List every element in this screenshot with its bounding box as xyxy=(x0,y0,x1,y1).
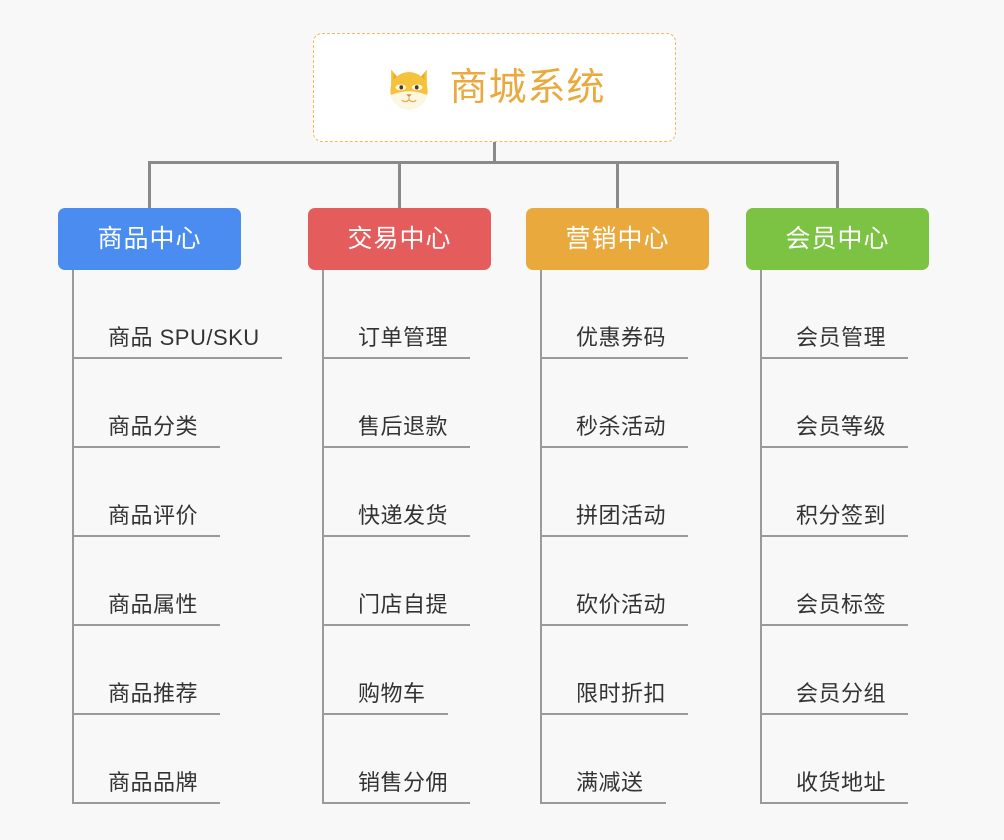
leaf-underline: 会员标签 xyxy=(762,591,909,626)
leaf-label: 商品属性 xyxy=(108,591,199,617)
connector-drop-1 xyxy=(148,161,151,209)
leaf-label: 拼团活动 xyxy=(576,502,667,528)
leaf-item[interactable]: 拼团活动 xyxy=(542,448,709,537)
leaf-underline: 商品品牌 xyxy=(74,769,221,804)
leaf-label: 会员标签 xyxy=(796,591,887,617)
leaf-list: 优惠券码秒杀活动拼团活动砍价活动限时折扣满减送 xyxy=(540,270,709,804)
leaf-underline: 砍价活动 xyxy=(542,591,689,626)
leaf-underline: 积分签到 xyxy=(762,502,909,537)
leaf-underline: 订单管理 xyxy=(324,324,471,359)
category-column-1: 商品中心商品 SPU/SKU 商品分类商品评价商品属性商品推荐商品品牌 xyxy=(58,208,282,804)
leaf-item[interactable]: 商品推荐 xyxy=(74,626,241,715)
leaf-label: 会员等级 xyxy=(796,413,887,439)
leaf-label: 商品评价 xyxy=(108,502,199,528)
leaf-label: 商品分类 xyxy=(108,413,199,439)
leaf-underline: 收货地址 xyxy=(762,769,909,804)
leaf-item[interactable]: 秒杀活动 xyxy=(542,359,709,448)
leaf-label: 收货地址 xyxy=(796,769,887,795)
category-column-2: 交易中心订单管理售后退款快递发货门店自提购物车销售分佣 xyxy=(308,208,491,804)
leaf-item[interactable]: 砍价活动 xyxy=(542,537,709,626)
leaf-label: 购物车 xyxy=(358,680,426,706)
leaf-item[interactable]: 优惠券码 xyxy=(542,270,709,359)
category-header-1[interactable]: 商品中心 xyxy=(58,208,241,270)
leaf-list: 订单管理售后退款快递发货门店自提购物车销售分佣 xyxy=(322,270,491,804)
connector-drop-3 xyxy=(616,161,619,209)
leaf-label: 秒杀活动 xyxy=(576,413,667,439)
category-column-3: 营销中心优惠券码秒杀活动拼团活动砍价活动限时折扣满减送 xyxy=(526,208,709,804)
leaf-underline: 商品评价 xyxy=(74,502,221,537)
leaf-underline: 门店自提 xyxy=(324,591,471,626)
leaf-label: 订单管理 xyxy=(358,324,449,350)
category-title: 营销中心 xyxy=(565,224,670,253)
category-header-4[interactable]: 会员中心 xyxy=(746,208,929,270)
leaf-item[interactable]: 快递发货 xyxy=(324,448,491,537)
leaf-item[interactable]: 售后退款 xyxy=(324,359,491,448)
leaf-item[interactable]: 购物车 xyxy=(324,626,491,715)
leaf-label: 销售分佣 xyxy=(358,769,449,795)
leaf-underline: 限时折扣 xyxy=(542,680,689,715)
leaf-item[interactable]: 商品属性 xyxy=(74,537,241,626)
leaf-item[interactable]: 门店自提 xyxy=(324,537,491,626)
leaf-underline: 秒杀活动 xyxy=(542,413,689,448)
leaf-label: 商品推荐 xyxy=(108,680,199,706)
leaf-underline: 商品分类 xyxy=(74,413,221,448)
leaf-item[interactable]: 会员等级 xyxy=(762,359,929,448)
connector-trunk xyxy=(493,142,496,164)
connector-drop-4 xyxy=(836,161,839,209)
leaf-item[interactable]: 会员管理 xyxy=(762,270,929,359)
leaf-item[interactable]: 收货地址 xyxy=(762,715,929,804)
leaf-label: 商品 SPU/SKU xyxy=(108,324,260,350)
category-title: 商品中心 xyxy=(97,224,202,253)
leaf-item[interactable]: 会员分组 xyxy=(762,626,929,715)
leaf-label: 优惠券码 xyxy=(576,324,667,350)
leaf-label: 会员管理 xyxy=(796,324,887,350)
leaf-label: 积分签到 xyxy=(796,502,887,528)
leaf-underline: 商品推荐 xyxy=(74,680,221,715)
leaf-item[interactable]: 满减送 xyxy=(542,715,709,804)
leaf-label: 会员分组 xyxy=(796,680,887,706)
leaf-label: 售后退款 xyxy=(358,413,449,439)
category-title: 交易中心 xyxy=(347,224,452,253)
category-header-2[interactable]: 交易中心 xyxy=(308,208,491,270)
leaf-underline: 会员分组 xyxy=(762,680,909,715)
root-node[interactable]: 商城系统 xyxy=(313,33,676,142)
leaf-item[interactable]: 销售分佣 xyxy=(324,715,491,804)
connector-drop-2 xyxy=(398,161,401,209)
category-column-4: 会员中心会员管理会员等级积分签到会员标签会员分组收货地址 xyxy=(746,208,929,804)
leaf-underline: 快递发货 xyxy=(324,502,471,537)
leaf-label: 快递发货 xyxy=(358,502,449,528)
category-header-3[interactable]: 营销中心 xyxy=(526,208,709,270)
leaf-underline: 优惠券码 xyxy=(542,324,689,359)
leaf-label: 商品品牌 xyxy=(108,769,199,795)
leaf-label: 门店自提 xyxy=(358,591,449,617)
shiba-inu-dog-face-icon xyxy=(390,69,429,109)
leaf-list: 会员管理会员等级积分签到会员标签会员分组收货地址 xyxy=(760,270,929,804)
root-title: 商城系统 xyxy=(449,66,606,109)
leaf-label: 满减送 xyxy=(576,769,644,795)
leaf-item[interactable]: 商品分类 xyxy=(74,359,241,448)
leaf-underline: 商品 SPU/SKU xyxy=(74,324,282,359)
leaf-item[interactable]: 商品品牌 xyxy=(74,715,241,804)
leaf-underline: 满减送 xyxy=(542,769,666,804)
leaf-underline: 会员等级 xyxy=(762,413,909,448)
leaf-underline: 售后退款 xyxy=(324,413,471,448)
leaf-list: 商品 SPU/SKU 商品分类商品评价商品属性商品推荐商品品牌 xyxy=(72,270,282,804)
leaf-underline: 拼团活动 xyxy=(542,502,689,537)
leaf-underline: 商品属性 xyxy=(74,591,221,626)
leaf-label: 限时折扣 xyxy=(576,680,667,706)
leaf-item[interactable]: 会员标签 xyxy=(762,537,929,626)
connector-horizontal-bar xyxy=(148,161,839,164)
leaf-item[interactable]: 限时折扣 xyxy=(542,626,709,715)
leaf-underline: 会员管理 xyxy=(762,324,909,359)
leaf-item[interactable]: 订单管理 xyxy=(324,270,491,359)
leaf-label: 砍价活动 xyxy=(576,591,667,617)
leaf-item[interactable]: 商品评价 xyxy=(74,448,241,537)
leaf-underline: 购物车 xyxy=(324,680,448,715)
leaf-item[interactable]: 积分签到 xyxy=(762,448,929,537)
category-title: 会员中心 xyxy=(785,224,890,253)
leaf-item[interactable]: 商品 SPU/SKU xyxy=(74,270,282,359)
leaf-underline: 销售分佣 xyxy=(324,769,471,804)
